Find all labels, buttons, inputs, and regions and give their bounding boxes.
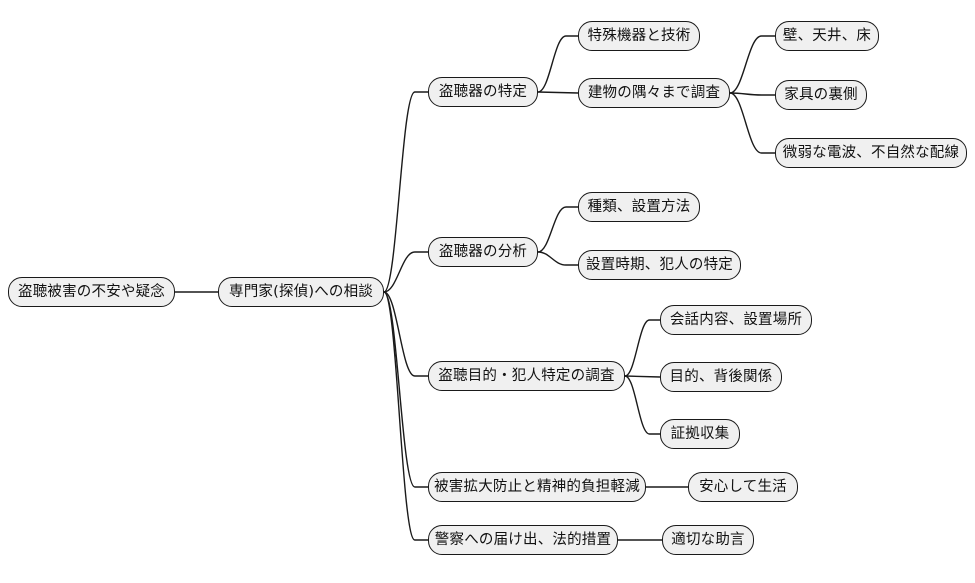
mindmap-node-label: 種類、設置方法 (587, 198, 691, 215)
mindmap-edge-b3-to-b3c2 (624, 375, 661, 378)
mindmap-node-b4[interactable]: 被害拡大防止と精神的負担軽減 (428, 472, 646, 502)
mindmap-edge-n1-to-b1 (383, 91, 428, 293)
mindmap-edge-b1-to-b1c2 (537, 91, 579, 94)
mindmap-node-b3c2[interactable]: 目的、背後関係 (660, 362, 782, 392)
mindmap-node-label: 証拠収集 (670, 425, 730, 442)
mindmap-node-root[interactable]: 盗聴被害の不安や疑念 (8, 277, 175, 307)
mindmap-node-b1c2[interactable]: 建物の隅々まで調査 (578, 78, 730, 108)
mindmap-node-b2[interactable]: 盗聴器の分析 (428, 237, 538, 267)
mindmap-edge-b3-to-b3c1 (624, 319, 660, 377)
mindmap-edge-b1c2-to-b1c2b (729, 92, 775, 96)
mindmap-edge-n1-to-b2 (383, 251, 428, 293)
mindmap-node-label: 適切な助言 (671, 531, 745, 548)
mindmap-node-b1c2c[interactable]: 微弱な電波、不自然な配線 (775, 138, 967, 168)
mindmap-node-n1[interactable]: 専門家(探偵)への相談 (218, 277, 384, 307)
mindmap-node-label: 盗聴器の分析 (438, 243, 528, 260)
mindmap-node-label: 特殊機器と技術 (587, 27, 691, 44)
mindmap-node-b2c1[interactable]: 種類、設置方法 (578, 192, 700, 222)
mindmap-node-b4c1[interactable]: 安心して生活 (688, 472, 798, 502)
mindmap-node-label: 会話内容、設置場所 (669, 311, 803, 328)
mindmap-node-b3[interactable]: 盗聴目的・犯人特定の調査 (428, 361, 625, 391)
mindmap-node-label: 専門家(探偵)への相談 (229, 283, 374, 300)
mindmap-node-label: 微弱な電波、不自然な配線 (782, 144, 960, 161)
mindmap-node-label: 建物の隅々まで調査 (587, 84, 721, 101)
mindmap-node-b3c1[interactable]: 会話内容、設置場所 (660, 305, 812, 335)
mindmap-node-label: 警察への届け出、法的措置 (434, 531, 612, 548)
mindmap-node-label: 盗聴目的・犯人特定の調査 (438, 367, 615, 384)
mindmap-node-b5c1[interactable]: 適切な助言 (662, 525, 754, 555)
mindmap-edge-n1-to-b5 (383, 291, 428, 541)
mindmap-node-b2c2[interactable]: 設置時期、犯人の特定 (578, 250, 741, 280)
mindmap-node-label: 設置時期、犯人の特定 (586, 256, 733, 273)
mindmap-edge-b1-to-b1c1 (537, 35, 578, 93)
mindmap-edge-b3-to-b3c3 (624, 375, 660, 435)
mindmap-node-label: 目的、背後関係 (669, 368, 773, 385)
mindmap-node-label: 家具の裏側 (784, 86, 858, 103)
mindmap-node-label: 盗聴器の特定 (438, 83, 528, 100)
mindmap-node-b5[interactable]: 警察への届け出、法的措置 (428, 525, 618, 555)
mindmap-node-b1[interactable]: 盗聴器の特定 (428, 77, 538, 107)
mindmap-node-label: 盗聴被害の不安や疑念 (18, 283, 165, 300)
mindmap-edge-b2-to-b2c1 (537, 206, 578, 253)
mindmap-node-label: 被害拡大防止と精神的負担軽減 (434, 478, 640, 495)
mindmap-node-b3c3[interactable]: 証拠収集 (660, 419, 740, 449)
mindmap-node-label: 壁、天井、床 (782, 27, 872, 44)
mindmap-node-b1c1[interactable]: 特殊機器と技術 (578, 21, 700, 51)
mindmap-node-b1c2b[interactable]: 家具の裏側 (775, 80, 867, 110)
mindmap-edge-n1-to-b4 (383, 291, 428, 488)
mindmap-edge-b1c2-to-b1c2c (729, 92, 775, 154)
mindmap-node-b1c2a[interactable]: 壁、天井、床 (775, 21, 879, 51)
mindmap-edge-b2-to-b2c2 (537, 251, 578, 266)
mindmap-node-label: 安心して生活 (699, 478, 787, 495)
mindmap-edge-n1-to-b3 (383, 291, 428, 377)
mindmap-edge-b1c2-to-b1c2a (729, 35, 775, 94)
